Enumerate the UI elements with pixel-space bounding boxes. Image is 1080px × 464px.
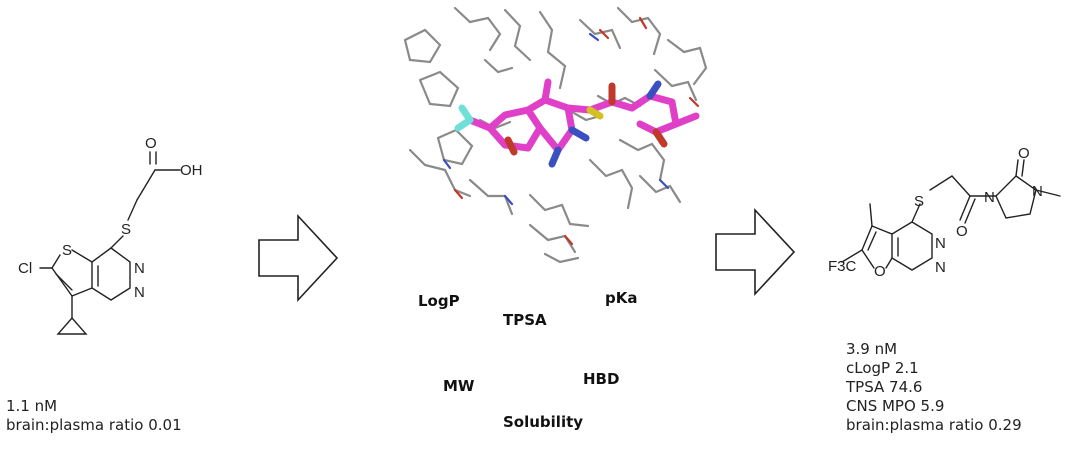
atom-n: N	[935, 259, 946, 276]
final-compound-caption: 3.9 nM cLogP 2.1 TPSA 74.6 CNS MPO 5.9 b…	[846, 340, 1022, 435]
final-brain-plasma: brain:plasma ratio 0.29	[846, 416, 1022, 434]
property-hbd: HBD	[583, 370, 619, 388]
atom-s: S	[121, 221, 131, 238]
atom-oh: OH	[180, 162, 203, 179]
property-solubility: Solubility	[503, 413, 583, 431]
start-activity: 1.1 nM	[6, 397, 58, 415]
atom-n: N	[134, 284, 145, 301]
property-mw: MW	[443, 377, 475, 395]
atom-cf3: F3C	[828, 258, 857, 275]
start-compound-caption: 1.1 nM brain:plasma ratio 0.01	[6, 397, 182, 435]
atom-s: S	[914, 193, 924, 210]
final-tpsa: TPSA 74.6	[846, 378, 923, 396]
docking-pose-image	[403, 6, 708, 264]
atom-o: O	[145, 135, 157, 152]
property-pka: pKa	[605, 289, 637, 307]
final-cns-mpo: CNS MPO 5.9	[846, 397, 945, 415]
atom-o: O	[1018, 145, 1030, 162]
atom-n: N	[1032, 183, 1043, 200]
property-logp: LogP	[418, 292, 460, 310]
atom-o-furan: O	[874, 263, 886, 280]
atom-o: O	[956, 223, 968, 240]
start-brain-plasma: brain:plasma ratio 0.01	[6, 416, 182, 434]
final-compound-structure: O O N N S N N O F3C	[828, 145, 1061, 280]
atom-s-ring: S	[62, 242, 72, 259]
property-tpsa: TPSA	[503, 311, 547, 329]
atom-n: N	[984, 189, 995, 206]
design-property-labels: LogP TPSA pKa MW HBD Solubility	[418, 289, 637, 431]
final-clogp: cLogP 2.1	[846, 359, 919, 377]
arrow-right	[715, 207, 796, 297]
atom-n: N	[935, 235, 946, 252]
atom-cl: Cl	[18, 260, 32, 277]
final-activity: 3.9 nM	[846, 340, 898, 358]
arrow-right	[258, 213, 339, 303]
start-compound-structure: O OH S N N S Cl	[18, 135, 203, 335]
atom-n: N	[134, 260, 145, 277]
